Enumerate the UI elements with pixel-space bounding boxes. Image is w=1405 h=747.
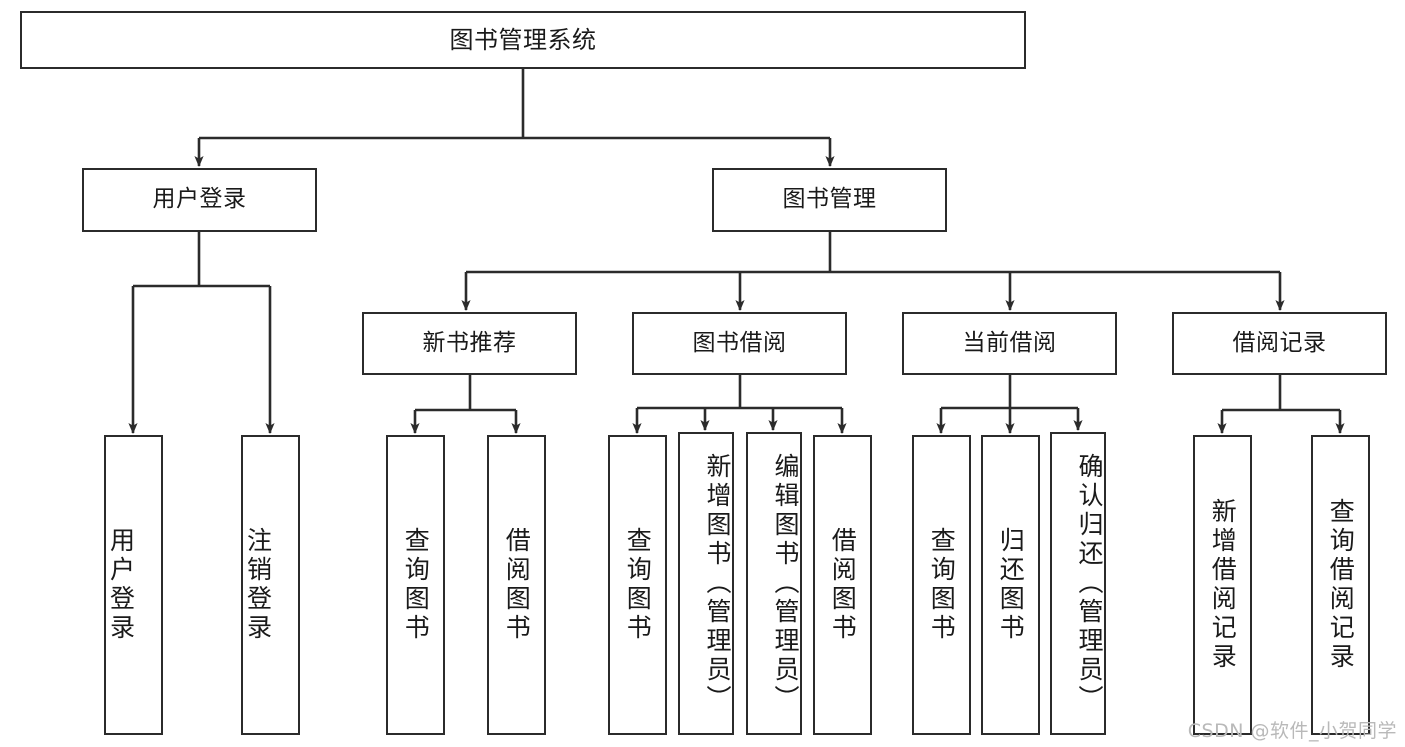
leaf-add-book-admin[interactable]: 新增图书（管理员） [678,432,734,735]
node-label: 新增图书（管理员） [703,453,732,714]
node-label: 查询图书 [623,527,653,643]
leaf-query-book-recommend[interactable]: 查询图书 [386,435,445,735]
node-book-management[interactable]: 图书管理 [712,168,947,232]
leaf-query-borrow-record[interactable]: 查询借阅记录 [1311,435,1370,735]
node-root-book-management-system[interactable]: 图书管理系统 [20,11,1026,69]
node-label: 新书推荐 [422,329,517,356]
leaf-user-login[interactable]: 用户登录 [104,435,163,735]
node-current-borrow[interactable]: 当前借阅 [902,312,1117,375]
node-label: 查询借阅记录 [1326,498,1356,672]
leaf-query-book-borrow[interactable]: 查询图书 [608,435,667,735]
leaf-borrow-book-recommend[interactable]: 借阅图书 [487,435,546,735]
leaf-logout-login[interactable]: 注销登录 [241,435,300,735]
node-label: 借阅图书 [828,527,858,643]
node-label: 用户登录 [106,527,136,643]
node-label: 查询图书 [401,527,431,643]
leaf-edit-book-admin[interactable]: 编辑图书（管理员） [746,432,802,735]
leaf-query-book-current[interactable]: 查询图书 [912,435,971,735]
node-new-book-recommend[interactable]: 新书推荐 [362,312,577,375]
node-user-login[interactable]: 用户登录 [82,168,317,232]
node-label: 借阅记录 [1232,329,1327,356]
node-label: 注销登录 [243,527,273,643]
leaf-add-borrow-record[interactable]: 新增借阅记录 [1193,435,1252,735]
node-label: 确认归还（管理员） [1075,453,1104,714]
node-label: 用户登录 [152,186,247,213]
node-label: 借阅图书 [502,527,532,643]
node-book-borrow[interactable]: 图书借阅 [632,312,847,375]
leaf-return-book[interactable]: 归还图书 [981,435,1040,735]
leaf-borrow-book[interactable]: 借阅图书 [813,435,872,735]
csdn-watermark: CSDN @软件_小贺同学 [1187,720,1397,742]
node-label: 归还图书 [996,527,1026,643]
node-label: 当前借阅 [962,329,1057,356]
node-borrow-record[interactable]: 借阅记录 [1172,312,1387,375]
node-label: 查询图书 [927,527,957,643]
node-label: 编辑图书（管理员） [771,453,800,714]
node-label: 图书管理系统 [449,25,597,54]
leaf-confirm-return-admin[interactable]: 确认归还（管理员） [1050,432,1106,735]
node-label: 图书借阅 [692,329,787,356]
node-label: 新增借阅记录 [1208,498,1238,672]
node-label: 图书管理 [782,186,877,213]
